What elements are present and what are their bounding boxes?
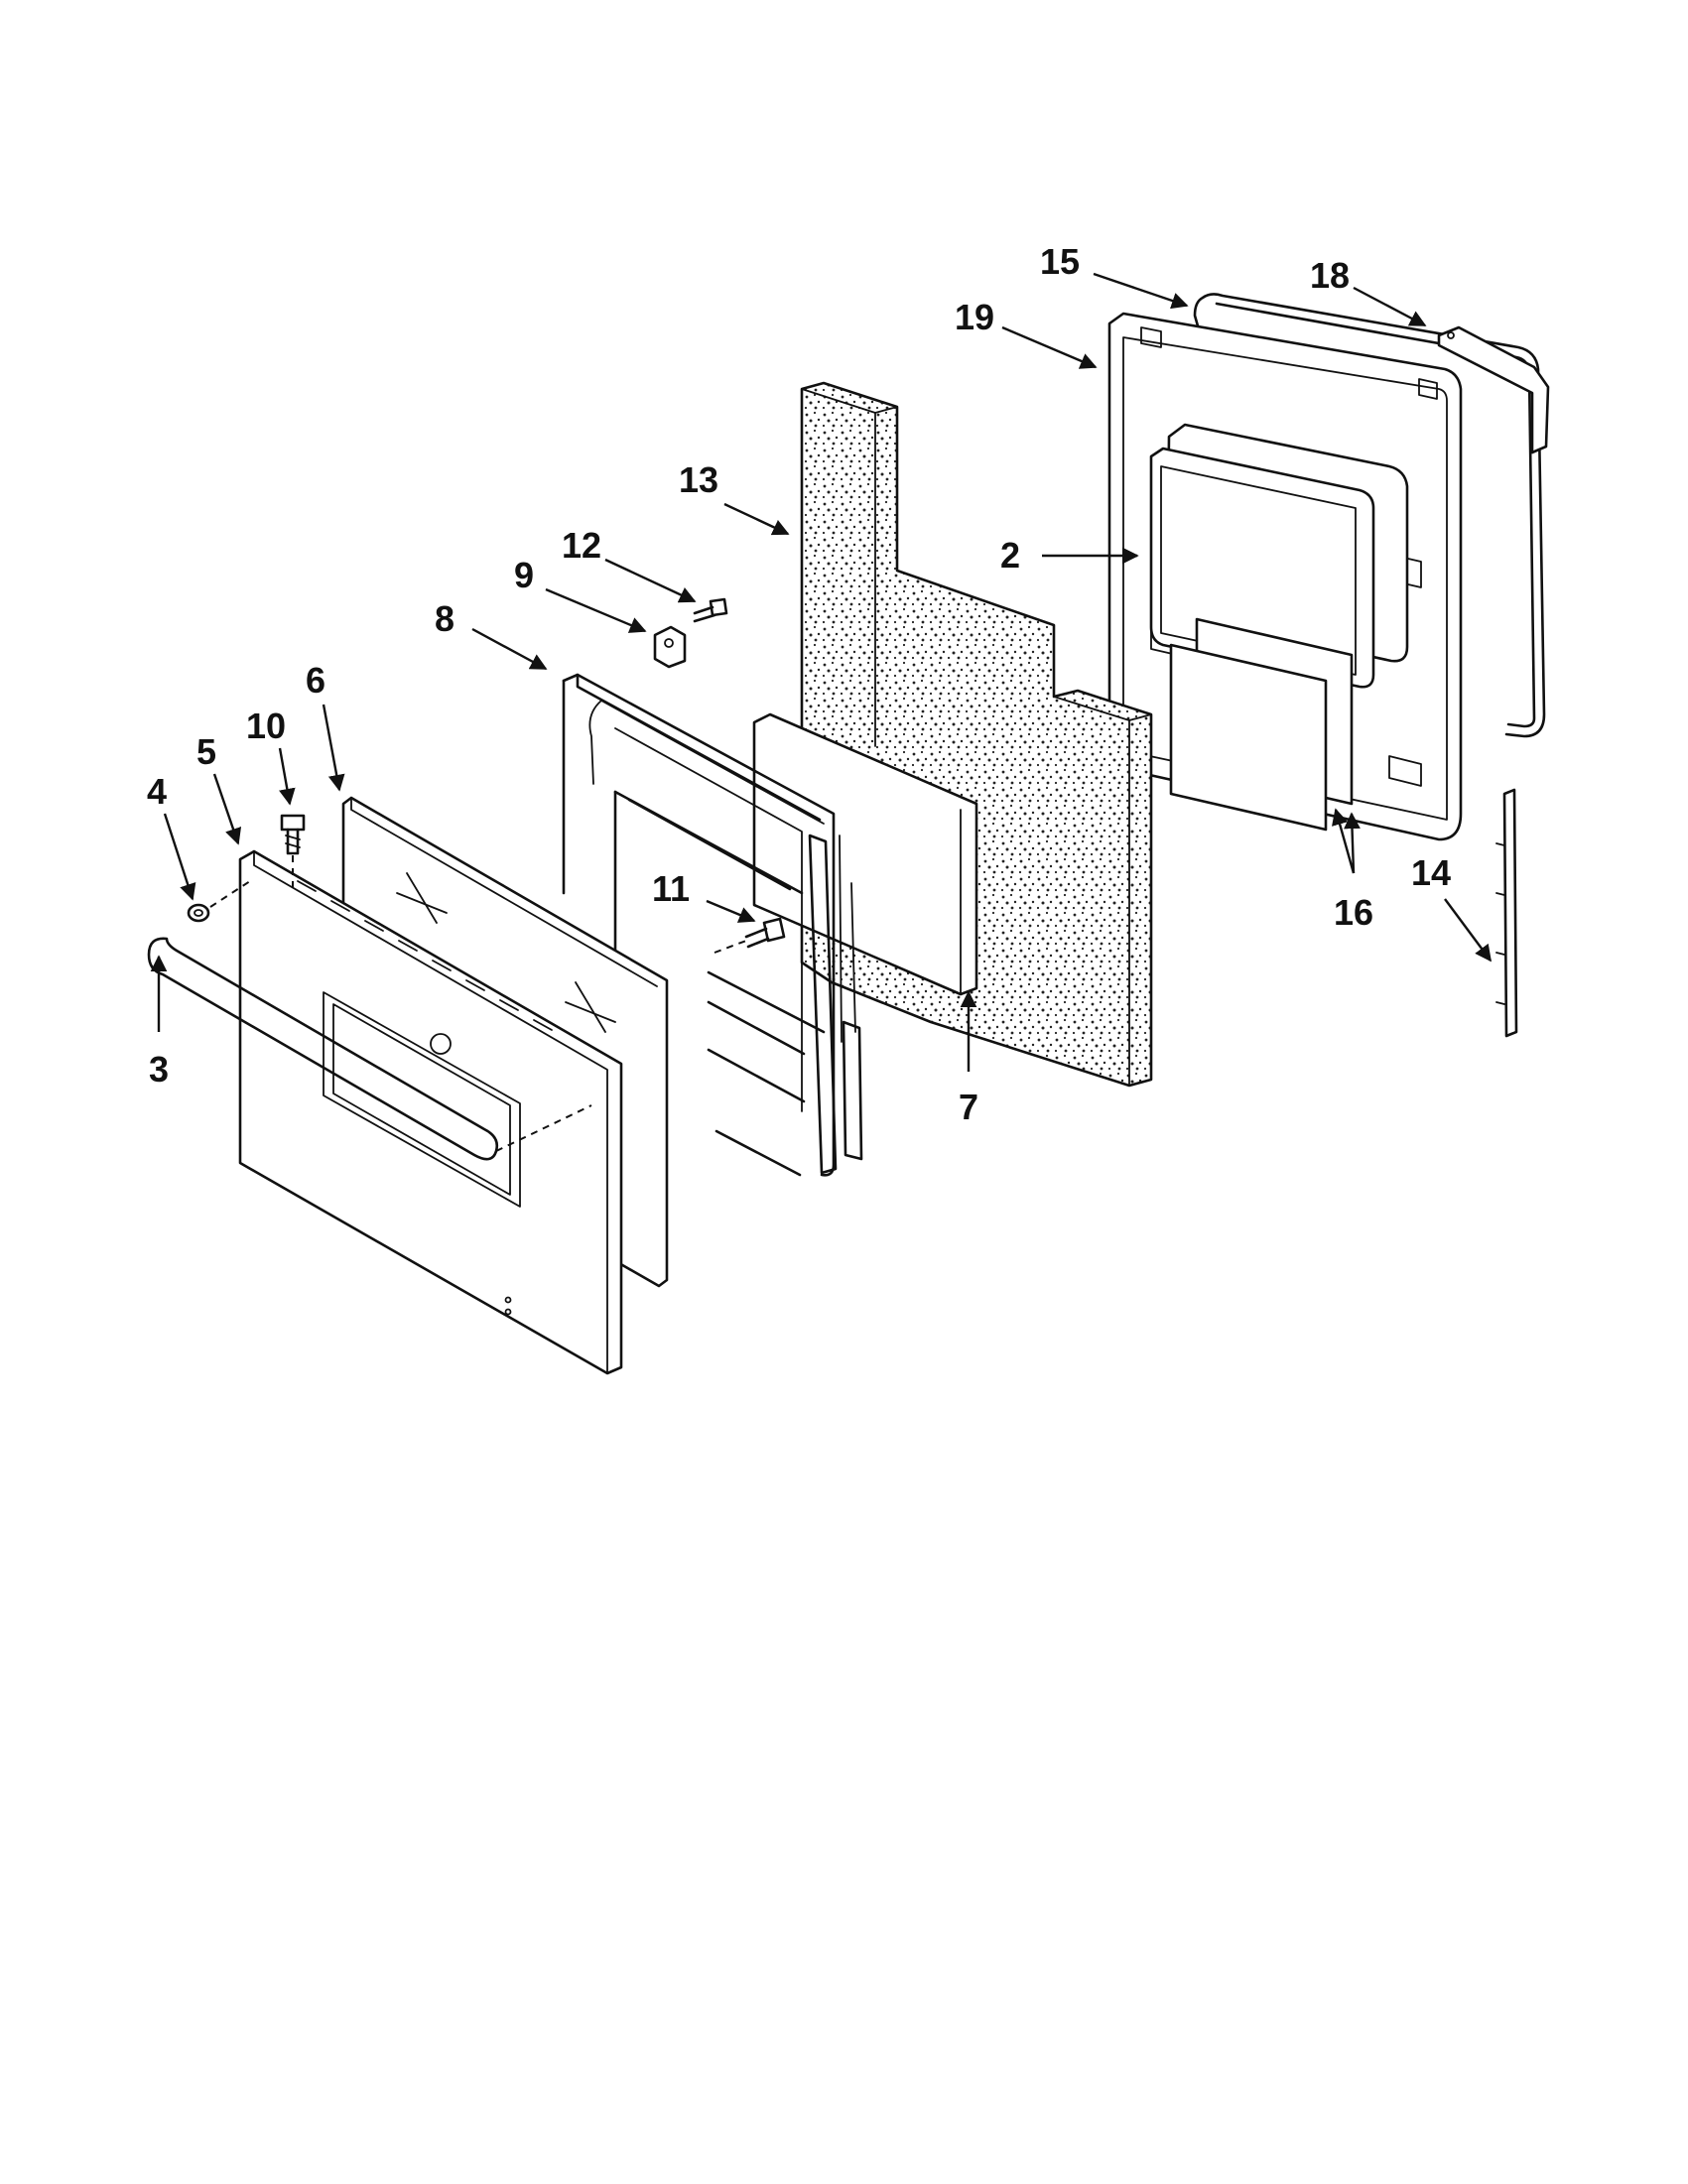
part-5-outer-door-panel	[238, 849, 623, 1375]
leader-16b	[1344, 812, 1361, 874]
leader-13	[723, 502, 790, 536]
callout-4: 4	[147, 771, 167, 812]
part-15-door-gasket	[1193, 293, 1546, 738]
callout-14: 14	[1411, 852, 1451, 893]
leader-10	[278, 747, 296, 806]
leader-6	[322, 704, 345, 792]
part-11-screw	[744, 917, 786, 949]
callout-9: 9	[514, 555, 534, 595]
alignment-line	[209, 880, 251, 908]
part-9-hinge-clip	[653, 625, 687, 669]
leader-8	[471, 627, 548, 671]
part-2-window-pack	[1149, 423, 1409, 689]
leader-18	[1353, 286, 1427, 327]
part-16-glass-panes	[1169, 617, 1354, 832]
alignment-line	[495, 1104, 592, 1152]
leader-11	[706, 899, 756, 923]
leader-14	[1444, 898, 1493, 963]
leader-9	[545, 587, 647, 633]
callout-7: 7	[959, 1087, 978, 1127]
callout-12: 12	[562, 525, 601, 566]
callout-15: 15	[1040, 241, 1080, 282]
part-18-bracket	[1437, 325, 1550, 454]
part-8-door-frame	[562, 673, 863, 1177]
leader-5	[212, 773, 242, 845]
part-7-insulation-board	[752, 712, 978, 996]
callout-18: 18	[1310, 255, 1350, 296]
part-4-spacer	[187, 903, 210, 923]
callout-16: 16	[1334, 892, 1373, 933]
callout-5: 5	[196, 731, 216, 772]
callout-13: 13	[679, 459, 718, 500]
leader-12	[604, 558, 697, 603]
callout-3: 3	[149, 1049, 169, 1090]
callout-11: 11	[652, 868, 690, 909]
callout-19: 19	[955, 297, 994, 337]
callout-8: 8	[435, 598, 454, 639]
leader-19	[1001, 325, 1098, 369]
part-3-handle	[147, 937, 499, 1161]
part-14-hinge-bracket	[1495, 788, 1518, 1038]
callout-2: 2	[1000, 535, 1020, 576]
callout-6: 6	[306, 660, 325, 701]
alignment-line	[714, 940, 747, 954]
callout-10: 10	[246, 706, 286, 746]
leader-15	[1093, 272, 1189, 310]
leader-4	[163, 813, 196, 901]
part-10-screw	[280, 814, 306, 855]
leader-16a	[1332, 808, 1356, 874]
part-12-screw	[693, 597, 728, 623]
